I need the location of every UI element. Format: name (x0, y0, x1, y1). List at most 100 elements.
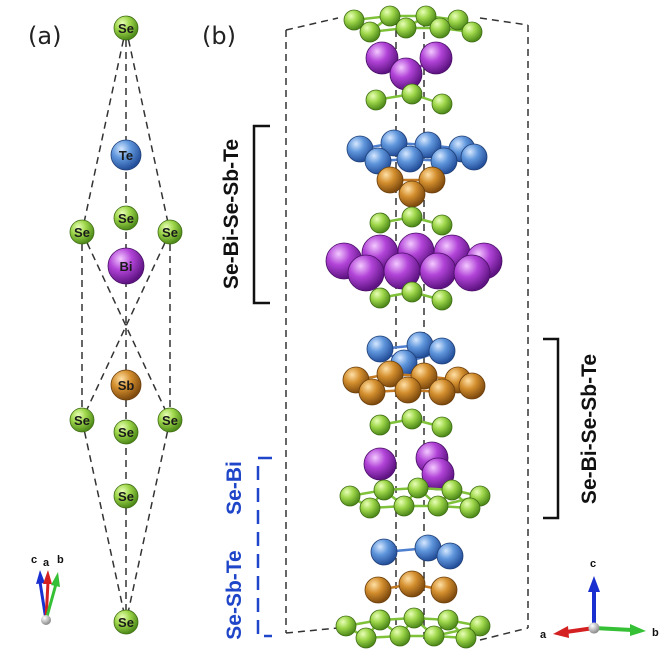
right-layer-bracket (543, 337, 560, 520)
atom-se (469, 615, 491, 637)
panel-b-cell-edges (285, 17, 529, 641)
layer-label-right: Se-Bi-Se-Sb-Te (578, 354, 601, 504)
atom-label: Se (118, 615, 134, 630)
atom-se (389, 625, 411, 647)
atom-te (414, 131, 442, 159)
atom-te (366, 335, 394, 363)
atom-sb (428, 378, 456, 406)
atom-bi (347, 254, 385, 292)
panel-label-a: (a) (28, 22, 61, 50)
atom-se (355, 627, 377, 649)
atom-sb (430, 576, 458, 604)
atom-se (369, 287, 391, 309)
atom-se (403, 607, 425, 629)
atom-se (369, 212, 391, 234)
atom-bi (453, 254, 491, 292)
atom-bi (419, 252, 457, 290)
atom-se (447, 9, 469, 31)
atom-se (459, 497, 481, 519)
atom-layer-se (335, 607, 491, 649)
axis-c-label: c (31, 554, 37, 566)
blue-layer-bracket (256, 456, 272, 638)
axis-c-label-b: c (590, 558, 596, 570)
atom-te (428, 337, 456, 365)
atom-se (359, 497, 381, 519)
atom-te: Te (110, 139, 142, 171)
atom-te (430, 147, 458, 175)
atom-se (339, 485, 361, 507)
axis-b-label: b (57, 554, 64, 566)
atom-label: Bi (120, 259, 133, 274)
atom-label: Se (118, 425, 134, 440)
atom-te (370, 538, 398, 566)
atom-te (436, 542, 464, 570)
atom-se-bottom: Se (113, 609, 139, 635)
atom-layer-se (369, 408, 453, 438)
atom-se-lower: Se (113, 483, 139, 509)
atom-te (380, 129, 408, 157)
atom-se (437, 609, 459, 631)
atom-se (395, 17, 417, 39)
atom-bi (365, 41, 399, 75)
atom-se (401, 281, 423, 303)
atom-label: Se (118, 21, 134, 36)
atom-label: Sb (118, 378, 135, 393)
atom-layer-se (365, 83, 453, 115)
atom-sb (364, 576, 392, 604)
panel-a-cell-edges (81, 27, 171, 623)
atom-se (429, 17, 451, 39)
atom-layer-te (366, 331, 456, 377)
axis-b-label-b: b (652, 627, 659, 639)
atom-te (460, 143, 488, 171)
atom-se (401, 408, 423, 430)
atom-label: Se (162, 225, 178, 240)
atom-se-left-upper: Se (69, 219, 95, 245)
panel-b-axis-triad: c a b (540, 558, 659, 641)
atom-se-mid-upper: Se (113, 205, 139, 231)
atom-te (396, 145, 424, 173)
atom-label: Te (119, 148, 133, 163)
layer-label-se-bi: Se-Bi (223, 461, 246, 515)
atom-sb (418, 166, 446, 194)
panel-a-atoms: Se Te Se Se Se Bi Sb Se (69, 15, 183, 635)
atom-layer-bi (325, 232, 503, 292)
atom-sb (398, 180, 426, 208)
panel-b-atom-layers (325, 5, 503, 649)
atom-label: Se (162, 413, 178, 428)
atom-se (461, 21, 483, 43)
atom-se (335, 615, 357, 637)
atom-se (431, 93, 453, 115)
atom-se (431, 416, 453, 438)
atom-se (441, 479, 463, 501)
atom-se-right-upper: Se (157, 219, 183, 245)
atom-se (401, 83, 423, 105)
atom-label: Se (118, 489, 134, 504)
atom-bi: Bi (107, 247, 145, 285)
atom-se-top: Se (113, 15, 139, 41)
atom-se (427, 495, 449, 517)
atom-label: Se (74, 413, 90, 428)
atom-sb (394, 376, 422, 404)
atom-se (393, 495, 415, 517)
atom-layer-sb (364, 570, 458, 604)
atom-bi (363, 447, 397, 481)
layer-label-se-sb-te: Se-Sb-Te (223, 550, 246, 639)
atom-layer-bi (363, 441, 455, 491)
atom-se (369, 609, 391, 631)
atom-se (343, 9, 365, 31)
atom-bi (419, 41, 453, 75)
atom-sb (458, 372, 486, 400)
atom-layer-se (369, 206, 453, 236)
atom-layer-sb (376, 166, 446, 208)
atom-layer-se (339, 477, 491, 519)
atom-se (401, 206, 423, 228)
atom-sb: Sb (110, 369, 142, 401)
atom-se (407, 477, 429, 499)
atom-layer-se (343, 5, 483, 43)
atom-layer-se (369, 281, 453, 311)
atom-sb (358, 378, 386, 406)
atom-se (423, 625, 445, 647)
atom-se (455, 627, 477, 649)
